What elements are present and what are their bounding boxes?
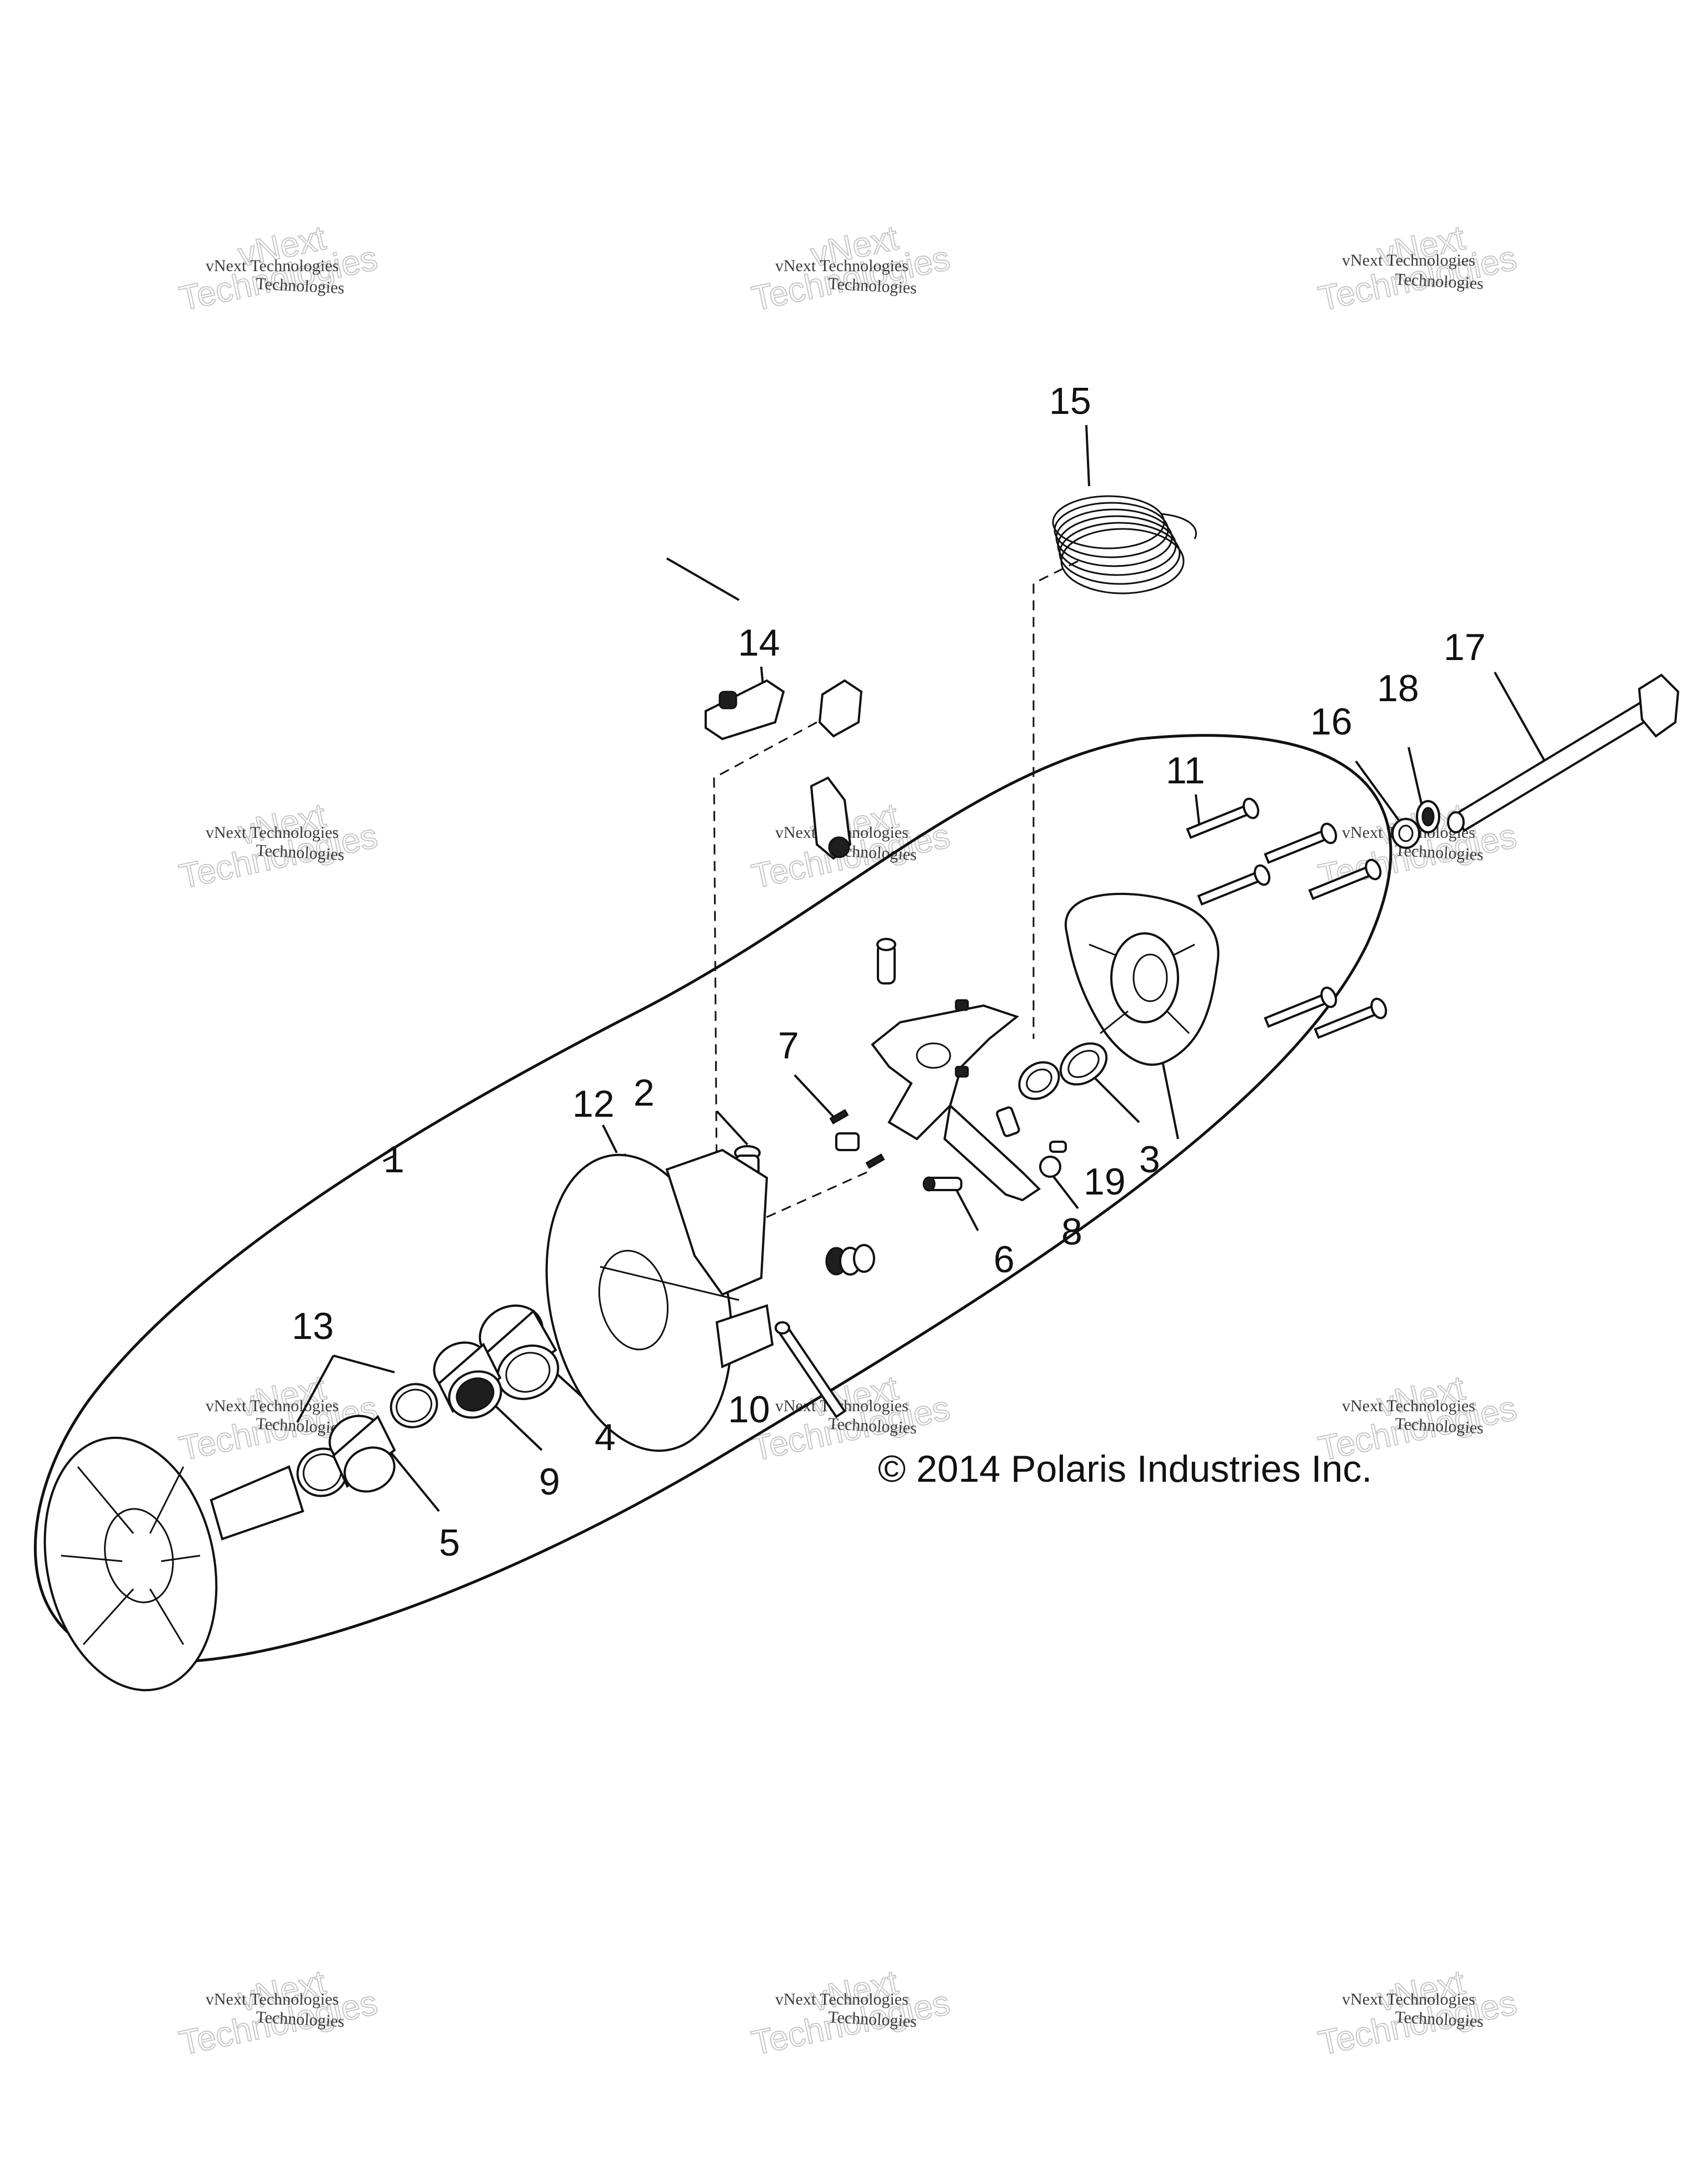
watermark-text: vNext Technologies xyxy=(1342,1990,1475,2008)
pin-10-part xyxy=(775,1321,846,1418)
centerlines xyxy=(705,560,1079,1246)
watermark-text: vNext Technologies xyxy=(775,1990,909,2008)
watermark-text: vNext Technologies xyxy=(206,1990,339,2008)
callout-3: 3 xyxy=(1139,1138,1160,1181)
callout-4: 4 xyxy=(595,1416,616,1458)
moveable-sheave-part xyxy=(545,1148,774,1452)
roller-7-part xyxy=(829,1109,885,1169)
callout-labels: 15 14 17 18 16 11 2 7 12 1 3 19 8 6 10 1… xyxy=(292,380,1486,1564)
callout-15: 15 xyxy=(1049,380,1091,422)
watermark-text: vNext Technologies xyxy=(775,257,909,275)
callout-1: 1 xyxy=(383,1138,405,1181)
callout-8: 8 xyxy=(1061,1211,1082,1253)
callout-7: 7 xyxy=(778,1024,799,1067)
callout-9: 9 xyxy=(539,1461,560,1503)
watermark-text: vNext Technologies xyxy=(206,257,339,275)
callout-6: 6 xyxy=(994,1238,1015,1281)
roller-group-part xyxy=(825,1244,875,1276)
button-8-part xyxy=(1039,1156,1061,1178)
main-bolt-part xyxy=(1447,673,1680,833)
washer-parts xyxy=(1391,800,1440,849)
callout-19: 19 xyxy=(1084,1161,1126,1203)
bushing-4-part xyxy=(478,1305,560,1400)
spider-part xyxy=(871,938,1067,1202)
watermark-text: vNext Technologies xyxy=(1342,251,1475,269)
callout-11: 11 xyxy=(1166,749,1205,792)
callout-10: 10 xyxy=(728,1388,770,1431)
callout-17: 17 xyxy=(1444,626,1486,668)
spring-part xyxy=(1052,495,1197,594)
watermark-text: vNext Technologies xyxy=(206,1397,339,1415)
watermark-text: vNext Technologies xyxy=(206,823,339,842)
ring-19-part xyxy=(1018,1061,1060,1100)
copyright-notice: © 2014 Polaris Industries Inc. xyxy=(878,1448,1372,1490)
callout-18: 18 xyxy=(1377,667,1419,709)
cover-bolt-parts xyxy=(1186,797,1387,1039)
bushing-3-part xyxy=(1059,1042,1108,1086)
bushing-9-part xyxy=(433,1341,502,1419)
weight-parts xyxy=(705,679,863,860)
cover-plate-part xyxy=(1064,892,1220,1066)
callout-16: 16 xyxy=(1310,701,1352,743)
watermark-text: vNext Technologies xyxy=(1342,1397,1475,1415)
pin-6-part xyxy=(922,1176,962,1192)
fixed-sheave-part xyxy=(43,1436,305,1692)
callout-5: 5 xyxy=(439,1522,460,1564)
callout-2: 2 xyxy=(633,1072,655,1114)
bushing-5-part xyxy=(328,1415,396,1493)
ring-13-part xyxy=(296,1383,438,1497)
callout-13: 13 xyxy=(292,1305,334,1347)
callout-12: 12 xyxy=(572,1083,615,1125)
callout-14: 14 xyxy=(738,622,780,664)
